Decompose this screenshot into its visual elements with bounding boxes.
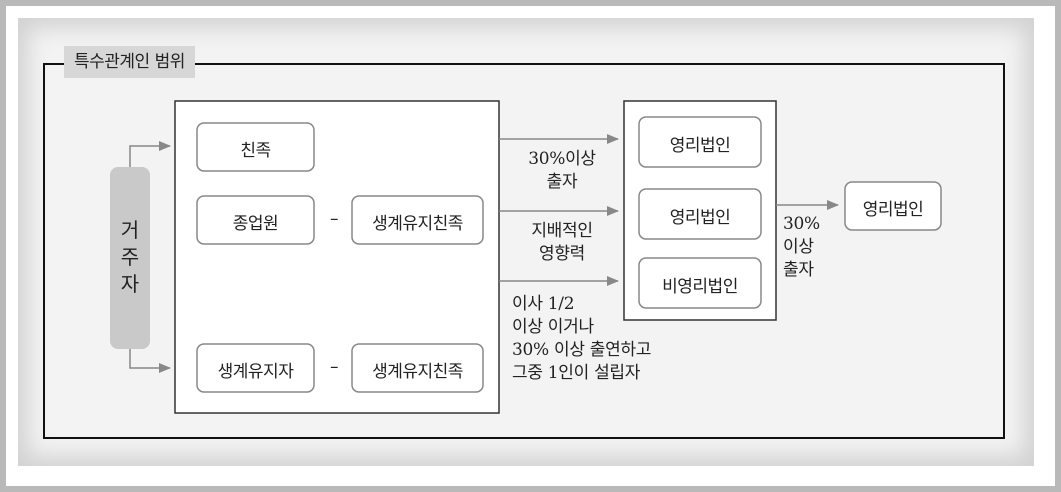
director-label: 이사 1/2 이상 이거나 30% 이상 출연하고 그중 1인이 설립자 (512, 294, 652, 383)
nonprofit-label: 비영리법인 (662, 277, 738, 297)
diagram-title: 특수관계인 범위 (64, 46, 195, 78)
right-corp-box (844, 181, 942, 231)
corp1-box (638, 116, 762, 168)
nonprofit-box (638, 257, 762, 309)
dependent-label: 생계유지자 (217, 362, 294, 382)
employee-label: 종업원 (232, 214, 279, 234)
scope-frame (43, 63, 1005, 439)
corp1-label: 영리법인 (669, 136, 731, 156)
dependent-relatives-box-1 (351, 195, 484, 245)
dash-2: – (330, 357, 339, 377)
resident-arrow-top (129, 141, 171, 167)
relatives-box (196, 122, 315, 172)
dash-1: – (330, 209, 339, 229)
right-corp-label: 영리법인 (862, 200, 924, 220)
dependent-relatives-label-1: 생계유지친족 (372, 214, 463, 234)
resident-arrow-bottom (129, 349, 171, 373)
corp2-label: 영리법인 (669, 208, 731, 228)
employee-box (196, 195, 315, 245)
control-label: 지배적인 영향력 (531, 221, 593, 264)
investment-label: 30%이상 출자 (528, 149, 596, 192)
dependent-relatives-label-2: 생계유지친족 (372, 362, 463, 382)
dependent-box (196, 343, 315, 393)
relatives-label: 친족 (240, 141, 271, 161)
resident-pill (110, 167, 150, 349)
right-investment-label: 30% 이상 출자 (783, 214, 820, 280)
resident-label: 거주자 (120, 218, 140, 296)
dependent-relatives-box-2 (351, 343, 484, 393)
corp2-box (638, 188, 762, 240)
